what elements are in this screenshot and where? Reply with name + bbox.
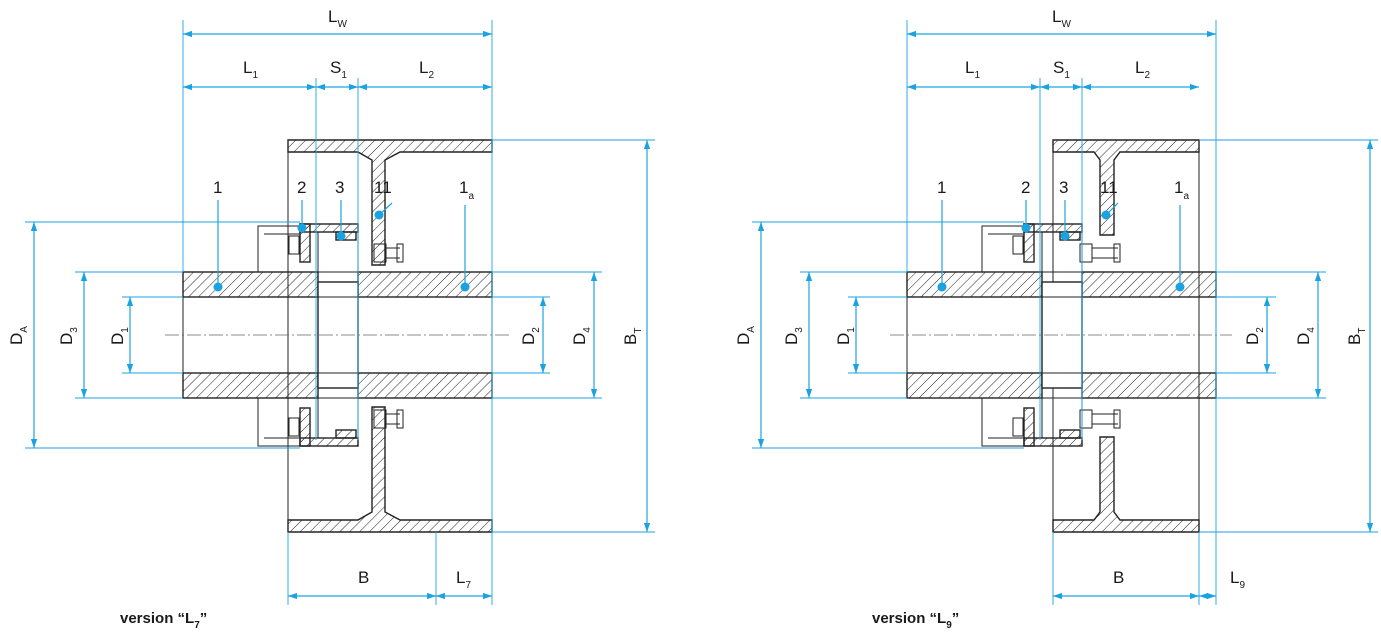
dim-label-d3: D3: [57, 327, 80, 345]
dim-label-d2: D2: [519, 327, 542, 345]
dim-label-s1: S1: [330, 58, 347, 81]
dimension-lines: [30, 30, 651, 600]
extension-lines: [752, 20, 1378, 605]
part-label-3: 3: [335, 178, 344, 197]
dim-label-da: DA: [7, 326, 30, 345]
dimension-lines: [757, 30, 1374, 600]
part-label-3: 3: [1059, 178, 1068, 197]
part-label-1a: 1a: [1174, 178, 1189, 202]
part-leaders: [213, 200, 470, 292]
dim-label-lw: LW: [328, 7, 347, 30]
dim-label-l1: L1: [965, 58, 980, 81]
dim-label-l2: L2: [1135, 58, 1150, 81]
part-label-2: 2: [1021, 178, 1030, 197]
brake-drum: [1052, 139, 1200, 533]
part-label-11: 11: [374, 178, 392, 197]
dim-label-bt: BT: [1345, 328, 1368, 345]
coupling-drawing-version-l9: LW L1 S1 L2 DA D3 D1 D2 D4 BT B L9 1 2 3…: [734, 7, 1378, 631]
version-caption: version “L9”: [872, 610, 959, 631]
flange-assembly: [257, 223, 404, 447]
part-label-11: 11: [1100, 178, 1118, 197]
dim-label-lw: LW: [1052, 7, 1071, 30]
dim-label-b: B: [1113, 568, 1124, 587]
dim-label-d4: D4: [1294, 327, 1317, 345]
dim-label-l7: L7: [456, 568, 471, 591]
part-label-1: 1: [213, 178, 222, 197]
dim-label-d1: D1: [108, 327, 131, 345]
dim-label-d1: D1: [834, 327, 857, 345]
part-leaders: [937, 200, 1185, 292]
coupling-drawing-version-l7: LW L1 S1 L2 DA D3 D1 D2 D4 BT B L7 1 2 3…: [7, 7, 655, 631]
dim-label-d3: D3: [782, 327, 805, 345]
part-label-2: 2: [297, 178, 306, 197]
dim-label-l9: L9: [1230, 568, 1245, 591]
dim-label-da: DA: [734, 326, 757, 345]
extension-lines: [25, 20, 655, 605]
flange-assembly: [981, 223, 1121, 447]
dim-label-l2: L2: [419, 58, 434, 81]
part-label-1: 1: [937, 178, 946, 197]
dim-label-b: B: [358, 568, 369, 587]
dim-label-d4: D4: [570, 327, 593, 345]
part-label-1a: 1a: [459, 178, 474, 202]
dim-label-l1: L1: [243, 58, 258, 81]
version-caption: version “L7”: [120, 610, 207, 631]
dim-label-s1: S1: [1053, 58, 1070, 81]
dim-label-d2: D2: [1243, 327, 1266, 345]
dim-label-bt: BT: [621, 328, 644, 345]
